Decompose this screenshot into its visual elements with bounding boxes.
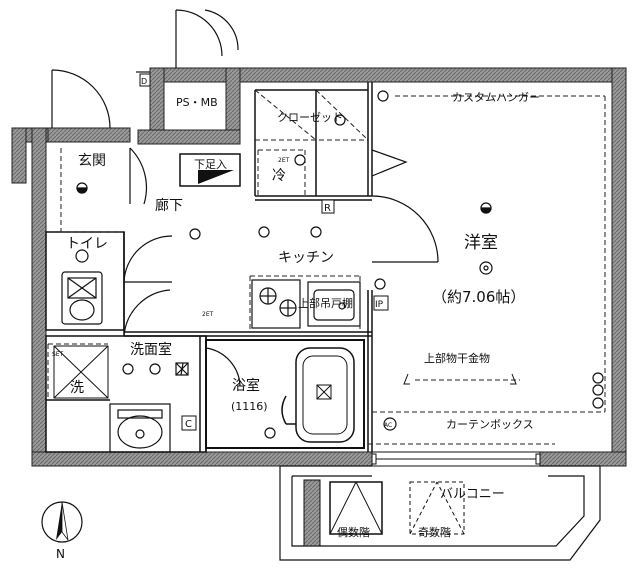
light-fixtures xyxy=(76,90,604,439)
bathroom-label: 浴室 xyxy=(232,377,260,394)
mark-2et-a: 2ET xyxy=(278,157,290,164)
western-room-label: 洋室 xyxy=(464,233,498,253)
mark-d: D xyxy=(141,77,147,86)
doors xyxy=(51,9,439,387)
toilet-label: トイレ xyxy=(66,236,108,252)
drying-hook-icons xyxy=(403,373,517,385)
bathtub-icon xyxy=(281,347,355,443)
closet-label: クローゼット xyxy=(277,111,343,124)
western-room-size-label: （約7.06帖） xyxy=(432,288,525,306)
ps-mb-label: PS・MB xyxy=(176,96,218,109)
even-floors-label: 偶数階 xyxy=(337,525,370,539)
toilet-icon xyxy=(61,249,103,325)
genkan-label: 玄関 xyxy=(78,152,106,169)
balcony-hatches xyxy=(303,479,465,547)
corridor-label: 廊下 xyxy=(155,197,183,214)
washer-label: 洗 xyxy=(70,380,84,396)
curtain-box-label: カーテンボックス xyxy=(446,418,534,431)
odd-floors-label: 奇数階 xyxy=(418,525,451,539)
north-arrow-icon xyxy=(41,501,83,543)
shoebox-fill-icon xyxy=(198,170,234,184)
refrigerator-label: 冷 xyxy=(272,168,286,184)
mark-ac: AC xyxy=(384,422,392,429)
mark-c: C xyxy=(185,419,192,430)
windows xyxy=(371,451,541,467)
washroom-label: 洗面室 xyxy=(130,341,172,358)
balcony-label: バルコニー xyxy=(440,487,505,502)
shoebox-label: 下足入 xyxy=(194,158,227,171)
stove-icon xyxy=(251,279,301,329)
balcony xyxy=(279,465,601,561)
bathroom-size-label: (1116) xyxy=(231,400,268,413)
mark-r: R xyxy=(324,203,331,214)
washbasin-icon xyxy=(109,403,171,453)
drying-hardware-label: 上部物干金物 xyxy=(424,351,490,365)
kitchen-label: キッチン xyxy=(278,250,334,266)
mark-2et-b: 2ET xyxy=(202,311,214,318)
exterior-walls xyxy=(11,67,627,467)
kitchen-sink-icon xyxy=(307,281,361,327)
dashed-lines xyxy=(47,89,606,445)
mark-ip: IP xyxy=(375,300,384,310)
north-label: N xyxy=(56,547,65,561)
washer-pan-icon xyxy=(53,345,109,399)
custom-hanger-label: カスタムハンガー xyxy=(452,91,540,104)
upper-cabinet-label: 上部吊戸棚 xyxy=(298,296,353,310)
marker-boxes xyxy=(139,73,389,431)
mark-set: SET xyxy=(52,351,64,358)
